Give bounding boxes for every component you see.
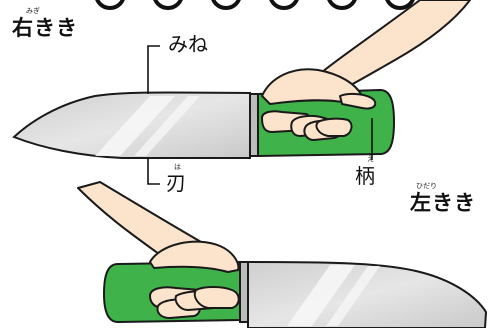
right-handed-label: 右きき	[12, 16, 78, 40]
top-decoration	[95, 0, 415, 10]
edge-reading: は	[174, 163, 181, 171]
left-hand-grip-icon	[77, 181, 240, 319]
edge-label: 刃	[166, 171, 186, 195]
handle-label: 柄	[355, 164, 375, 188]
left-handed-reading: ひだり	[416, 182, 437, 190]
right-handed-reading: みぎ	[26, 7, 40, 15]
leader-lines	[147, 45, 373, 185]
knife-right-handed-icon	[12, 88, 396, 159]
spine-label: みね	[168, 32, 208, 56]
left-handed-label: 左きき	[410, 191, 476, 215]
handle-reading: え	[367, 155, 374, 163]
right-hand-grip-icon	[261, 0, 471, 141]
